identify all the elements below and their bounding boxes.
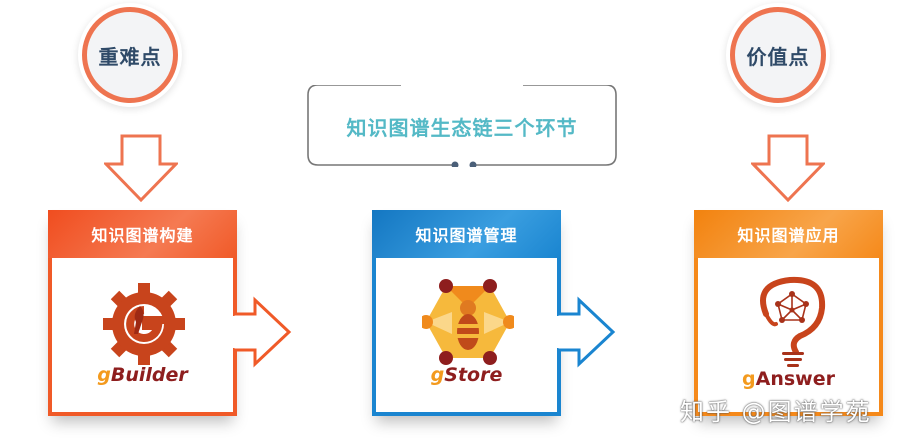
kg-build-card: 知识图谱构建 gBuilder [48,210,237,416]
ecosystem-title-box: 知识图谱生态链三个环节 [306,85,618,167]
kg-manage-card: 知识图谱管理 gStore [372,210,561,416]
right-arrow-icon-2 [557,296,616,368]
difficulty-circle: 重难点 [82,7,178,103]
down-arrow-icon-left [104,134,178,202]
kg-build-header: 知识图谱构建 [48,210,237,258]
ganswer-logo: gAnswer [742,368,835,390]
down-arrow-icon-right [751,134,825,202]
value-label: 价值点 [746,44,810,69]
ecosystem-title: 知识图谱生态链三个环节 [346,115,578,140]
gstore-logo: gStore [430,364,503,386]
title-frame [307,85,617,167]
gstore-bee-icon [422,279,514,365]
kg-manage-body: gStore [376,258,557,412]
kg-application-body: gAnswer [698,258,879,412]
watermark: 知乎 @图谱学苑 [680,398,872,426]
kg-application-card: 知识图谱应用 gAnswer [694,210,883,416]
kg-build-body: gBuilder [52,258,233,412]
gbuilder-logo: gBuilder [97,364,188,386]
kg-application-header: 知识图谱应用 [694,210,883,258]
gbuilder-gear-icon [103,283,185,365]
ganswer-bulb-icon [760,276,826,367]
right-arrow-icon-1 [233,296,292,368]
kg-manage-header: 知识图谱管理 [372,210,561,258]
difficulty-label: 重难点 [98,44,162,69]
value-circle: 价值点 [730,7,826,103]
